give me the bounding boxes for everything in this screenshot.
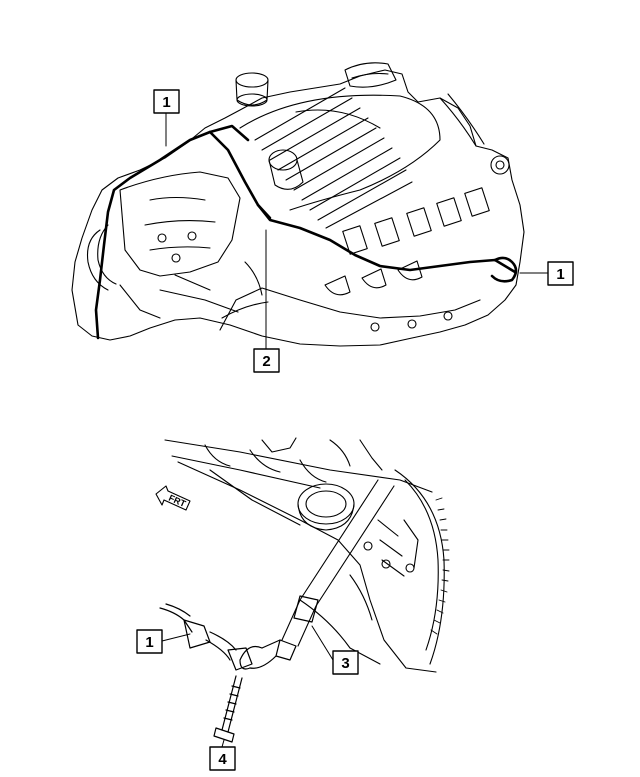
callout-label: 1 <box>162 94 170 111</box>
callout-harness-top-left: 1 <box>153 89 180 147</box>
ground-strap-assembly <box>239 595 319 670</box>
bottom-engine-illustration <box>164 437 450 673</box>
bottom-harness-cable <box>159 603 253 671</box>
callout-block-ground: 3 <box>311 625 359 675</box>
top-engine-illustration <box>71 62 525 347</box>
ground-bolt <box>213 675 243 743</box>
flywheel-teeth <box>430 497 450 635</box>
callout-label: 3 <box>341 655 349 672</box>
callout-harness-top-right: 1 <box>519 261 574 286</box>
front-direction-arrow: FRT <box>155 485 191 511</box>
callout-harness-bottom: 1 <box>136 629 191 654</box>
callout-ground-strap-top: 2 <box>253 229 280 373</box>
callout-bolt: 4 <box>209 739 236 771</box>
callout-label: 4 <box>218 751 227 768</box>
engine-wiring-harness <box>94 124 518 340</box>
callout-label: 1 <box>556 266 564 283</box>
callout-label: 2 <box>262 353 270 370</box>
callout-label: 1 <box>145 634 153 651</box>
